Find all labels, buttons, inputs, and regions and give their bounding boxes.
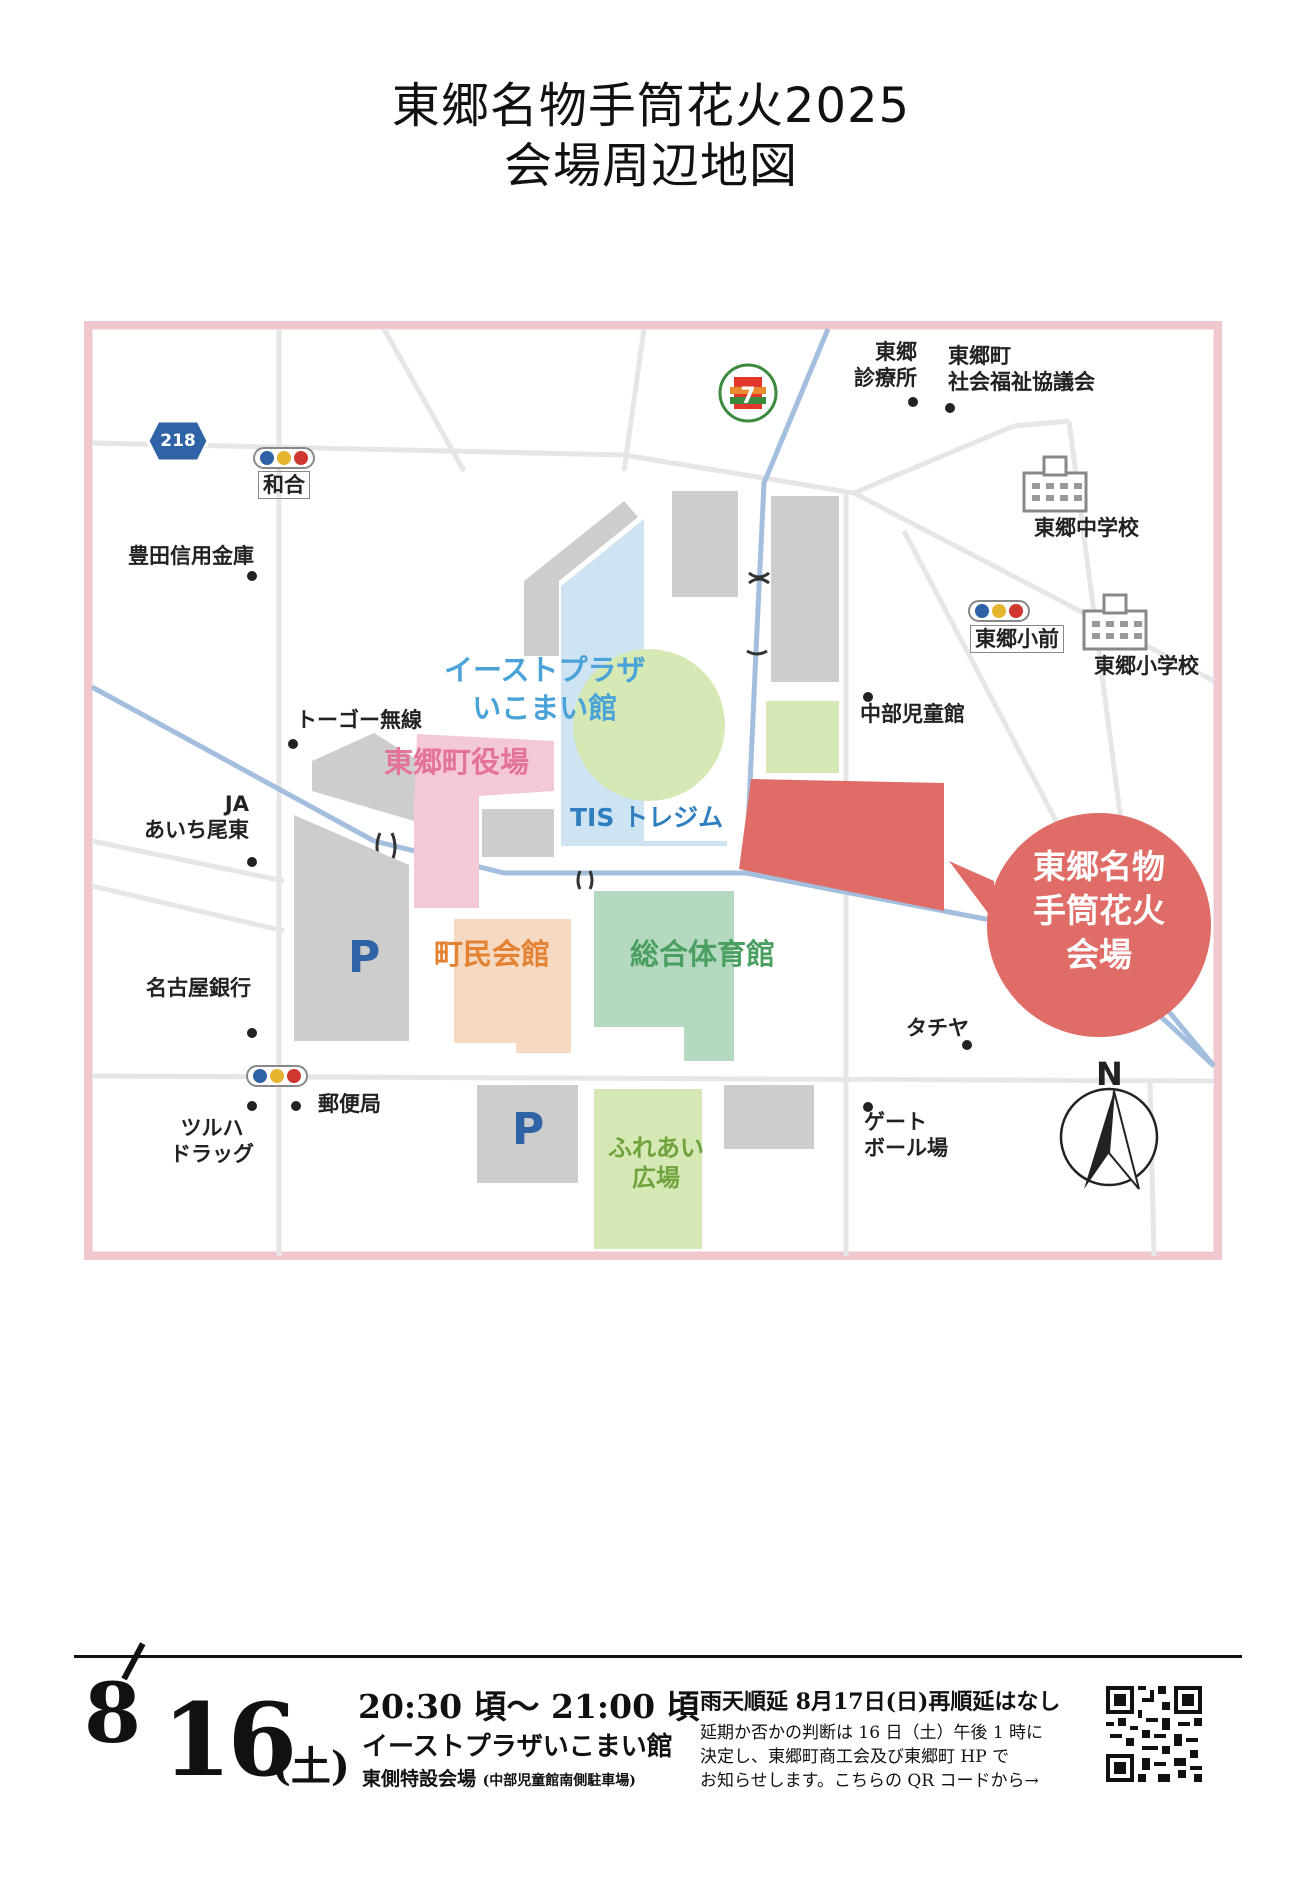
event-weekday: (土) (272, 1743, 350, 1790)
label-fureai: ふれあい 広場 (608, 1134, 704, 1192)
map-canvas: 7 (83, 320, 1223, 1261)
label-tis-treasym: TIS トレジム (570, 803, 724, 832)
junior-high-school-icon (1022, 455, 1088, 513)
venue-bubble (987, 813, 1211, 1037)
label-tachiya: タチヤ (906, 1016, 969, 1040)
fureai-plaza-area (594, 1089, 702, 1249)
event-place-sub: 東側特設会場 (中部児童館南側駐車場) (362, 1768, 636, 1790)
venue-map: 7 218 和合 東郷小前 豊田信用金庫 東郷 診療所 東郷 (83, 320, 1223, 1261)
label-town-hall: 東郷町役場 (384, 745, 530, 779)
signal-label-wago: 和合 (258, 471, 310, 499)
label-ja: JA あいち尾東 (144, 792, 249, 842)
label-togo-jhs: 東郷中学校 (1034, 516, 1139, 540)
label-gateball: ゲート ボール場 (864, 1110, 948, 1160)
rain-heading: 雨天順延 8月17日(日)再順延はなし (700, 1689, 1061, 1715)
civic-hall-area (454, 919, 571, 1053)
label-chubu-jidokan: 中部児童館 (860, 702, 965, 726)
page-title: 東郷名物手筒花火2025 (391, 78, 911, 134)
label-nagoya-bank: 名古屋銀行 (146, 976, 251, 1000)
elementary-school-icon (1082, 593, 1148, 651)
label-welfare-council: 東郷町 社会福祉協議会 (948, 344, 1095, 394)
ikomai-park-circle (573, 649, 725, 801)
label-east-plaza: イーストプラザ いこまい館 (444, 653, 646, 725)
parking-label-1: P (348, 932, 381, 983)
qr-code[interactable] (1106, 1686, 1202, 1782)
route-number: 218 (160, 431, 196, 451)
signal-nagoya-bank-icon (246, 1065, 308, 1087)
label-gymnasium: 総合体育館 (630, 937, 776, 971)
label-tsuruha: ツルハ ドラッグ (170, 1116, 254, 1166)
event-place: イーストプラザいこまい館 (362, 1732, 673, 1762)
buildings (294, 491, 839, 1183)
label-civic-hall: 町民会館 (434, 937, 551, 971)
parking-label-2: P (512, 1104, 545, 1155)
north-compass-icon (1059, 1087, 1159, 1190)
svg-text:7: 7 (740, 384, 755, 409)
rain-text-2: 決定し、東郷町商工会及び東郷町 HP で (700, 1747, 1010, 1767)
label-venue: 東郷名物 手筒花火 会場 (1033, 847, 1165, 974)
convenience-store-icon: 7 (718, 363, 778, 423)
event-month: 8 (84, 1666, 142, 1762)
compass-north-label: N (1096, 1055, 1123, 1093)
signal-wago-icon (253, 447, 315, 469)
rain-text-3: お知らせします。こちらの QR コードから→ (700, 1771, 1039, 1791)
label-toyota-shinkin: 豊田信用金庫 (128, 544, 254, 568)
gymnasium-area (594, 891, 734, 1061)
event-time: 20:30 頃～ 21:00 頃 (358, 1687, 700, 1726)
label-togo-es: 東郷小学校 (1094, 654, 1199, 678)
venue-bubble-pointer (949, 861, 994, 921)
label-togo-clinic: 東郷 診療所 (854, 340, 917, 390)
venue-area (739, 779, 944, 911)
divider (74, 1655, 1242, 1658)
signal-label-togo-sho-mae: 東郷小前 (970, 625, 1064, 653)
town-hall-area (414, 734, 554, 908)
location-dots (247, 397, 972, 1112)
route-218-sign (146, 419, 210, 463)
event-day: 16 (162, 1681, 297, 1799)
label-togo-musen: トーゴー無線 (296, 708, 422, 732)
park-square (766, 701, 839, 773)
event-place-note: (中部児童館南側駐車場) (482, 1773, 636, 1789)
page-subtitle: 会場周辺地図 (503, 138, 798, 194)
rain-text-1: 延期か否かの判断は 16 日（土）午後 1 時に (700, 1723, 1044, 1743)
label-post-office: 郵便局 (318, 1092, 381, 1116)
signal-togo-sho-mae-icon (968, 600, 1030, 622)
